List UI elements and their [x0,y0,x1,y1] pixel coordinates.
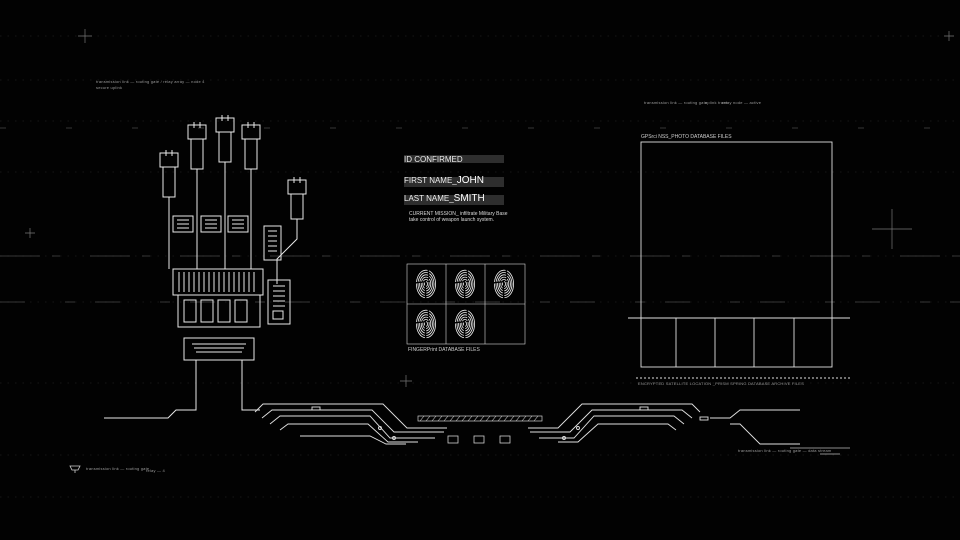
photo-frame [628,141,850,379]
id-panel-bars [404,155,504,205]
first-name-row: FIRST NAME_JOHN [404,175,484,186]
last-name-label: LAST NAME_ [404,194,454,203]
mission-text: CURRENT MISSION_ infiltrate Military Bas… [409,211,529,223]
id-status: ID CONFIRMED [404,155,463,164]
first-name-label: FIRST NAME_ [404,176,457,185]
fingerprint-icon [415,309,436,339]
finger-tips [159,115,307,220]
background-grid [0,35,960,498]
mission-line2: take control of weapon launch system. [409,217,495,223]
fingerprint-icon [493,269,514,299]
fingerprint-icons [415,269,514,339]
header-top-right-b: uplink trace [705,100,728,105]
photo-caption: GPSrci NSS_PHOTO DATABASE FILES [641,134,732,140]
center-status-bar [417,415,543,444]
hand-circuit-icon [104,115,307,419]
fingerprint-grid [406,263,526,345]
circuit-traces [254,403,800,445]
fingerprint-caption: FINGERPrint DATABASE FILES [408,347,480,353]
header-top-right-c: relay node — active [722,100,762,105]
fingerprint-icon [454,309,475,339]
header-top-right-a: transmission link — routing gate [644,100,708,105]
footer-right-text: transmission link — routing gate — data … [738,448,832,453]
right-trace [790,447,850,455]
first-name-value: JOHN [456,175,484,186]
header-top-left-line1: transmission link — routing gate / relay… [96,79,205,84]
mission-line1: CURRENT MISSION_ infiltrate Military Bas… [409,211,508,217]
photo-footer: ENCRYPTED SATELLITE LOCATION _PRISM SPRI… [638,381,804,386]
footer-left-text: transmission link — routing gate [86,466,150,471]
fingerprint-icon [454,269,475,299]
footer-left-small: relay — 4 [146,468,165,473]
background-bright-lines [0,127,960,303]
last-name-value: SMITH [453,193,485,204]
crosshair-marks [25,29,954,387]
dish-icon [69,465,81,473]
last-name-row: LAST NAME_SMITH [404,193,485,204]
header-top-left-line2: secure uplink [96,85,123,90]
fingerprint-icon [415,269,436,299]
